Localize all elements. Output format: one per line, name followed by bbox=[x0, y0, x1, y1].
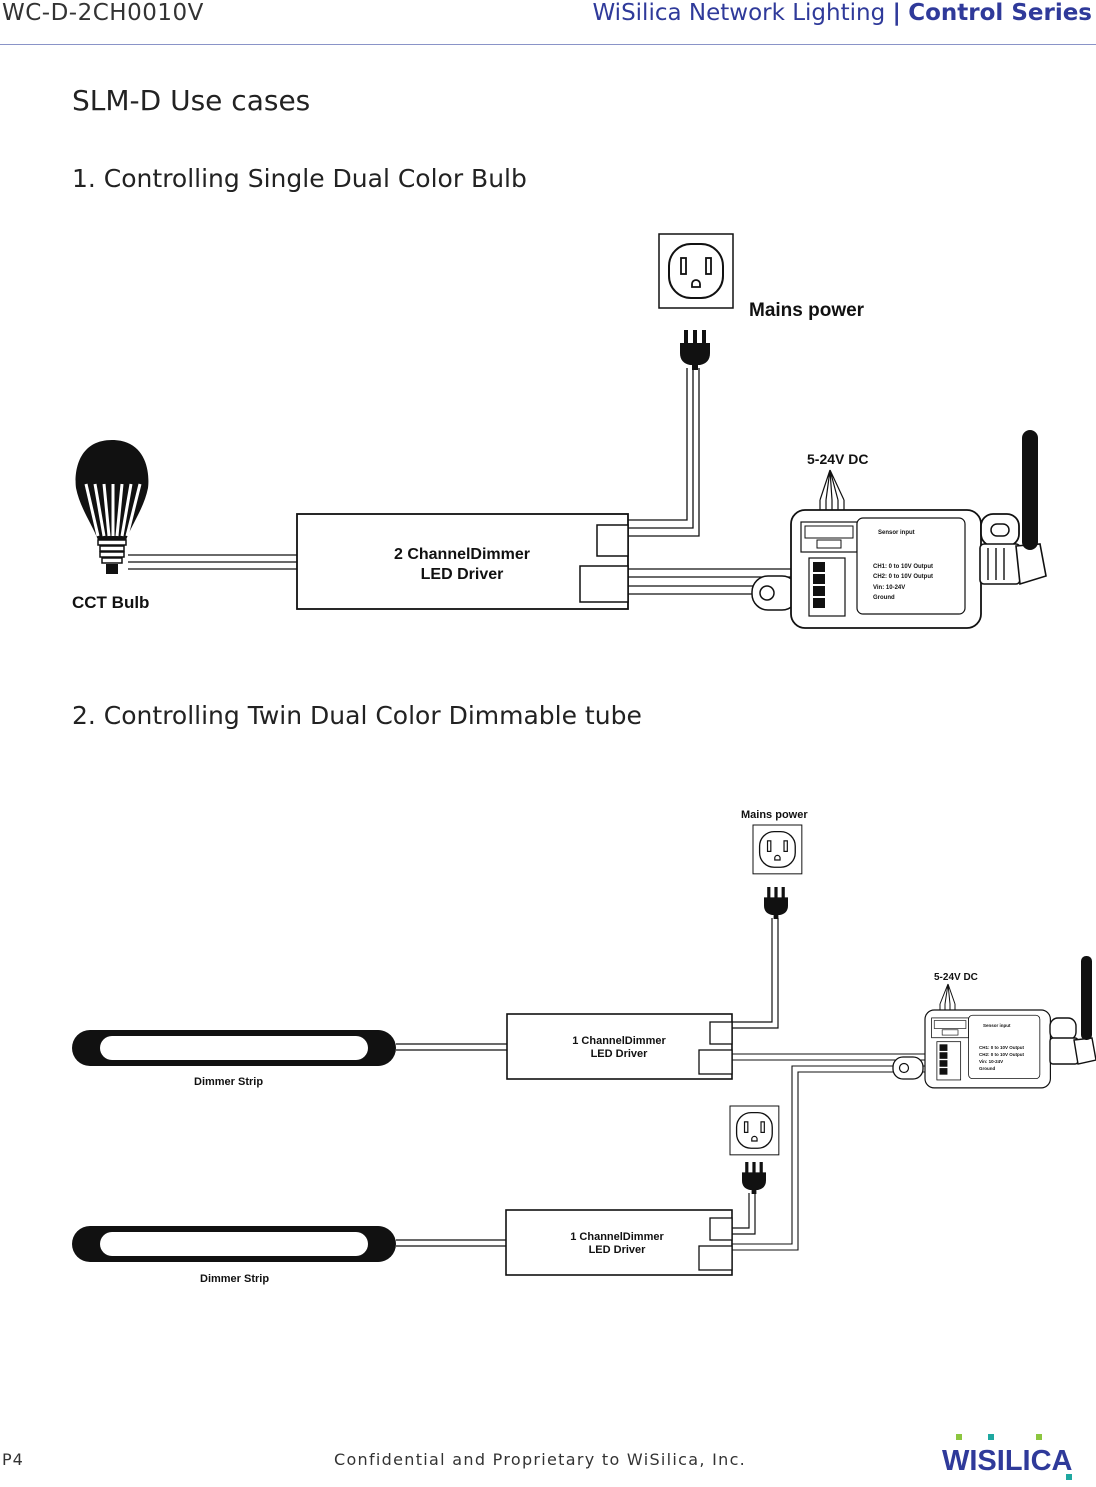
driver-label-line1: 2 ChannelDimmer bbox=[394, 546, 530, 563]
module-2-sensor-label: Sensor input bbox=[983, 1023, 1011, 1028]
header-separator: | bbox=[892, 0, 901, 26]
module-2-vin-label: Vin: 10-24V bbox=[979, 1059, 1003, 1064]
dimmer-strip-label-1: Dimmer Strip bbox=[194, 1076, 263, 1088]
driver-1-label-line2: LED Driver bbox=[591, 1048, 649, 1060]
dimmer-strip-2 bbox=[72, 1226, 396, 1262]
header-divider bbox=[0, 44, 1096, 45]
section-heading-2: 2. Controlling Twin Dual Color Dimmable … bbox=[72, 701, 642, 730]
header-brand: WiSilica Network Lighting | Control Seri… bbox=[592, 0, 1092, 26]
driver-1-label-line1: 1 ChannelDimmer bbox=[572, 1035, 666, 1047]
outlet-icon bbox=[658, 233, 734, 309]
mains-power-label: Mains power bbox=[749, 300, 865, 321]
module-2-gnd-label: Ground bbox=[979, 1066, 995, 1071]
wisilica-logo: WISILICA bbox=[942, 1434, 1073, 1480]
dimmer-strip-1 bbox=[72, 1030, 396, 1066]
plug-icon bbox=[680, 330, 710, 370]
mains-power-label-2: Mains power bbox=[741, 809, 808, 821]
outlet-icon bbox=[729, 1105, 780, 1156]
driver-label-line2: LED Driver bbox=[421, 566, 504, 583]
plug-icon bbox=[742, 1162, 766, 1194]
svg-text:WISILICA: WISILICA bbox=[942, 1445, 1073, 1477]
dc-power-label: 5-24V DC bbox=[807, 451, 868, 467]
driver-terminal-ac bbox=[596, 524, 629, 557]
confidential-notice: Confidential and Proprietary to WiSilica… bbox=[334, 1450, 747, 1469]
module-ch1-label: CH1: 0 to 10V Output bbox=[873, 564, 933, 570]
outlet-icon bbox=[752, 824, 803, 875]
document-id: WC-D-2CH0010V bbox=[2, 0, 204, 26]
driver-terminal-dim bbox=[579, 565, 629, 603]
page-title: SLM-D Use cases bbox=[72, 84, 311, 117]
dc-power-label-2: 5-24V DC bbox=[934, 972, 978, 983]
brand-name: WiSilica Network Lighting bbox=[592, 0, 886, 26]
antenna-mount bbox=[980, 513, 1020, 547]
module-ch2-label: CH2: 0 to 10V Output bbox=[873, 574, 933, 580]
plug-icon bbox=[764, 887, 788, 919]
led-driver-box-2 bbox=[505, 1209, 733, 1276]
page-number: P4 bbox=[2, 1450, 24, 1469]
cct-bulb-label: CCT Bulb bbox=[72, 593, 149, 612]
led-driver-box-1 bbox=[506, 1013, 733, 1080]
series-name: Control Series bbox=[908, 0, 1092, 26]
module-2-ch2-label: CH2: 0 to 10V Output bbox=[979, 1052, 1025, 1057]
driver-2-label-line2: LED Driver bbox=[589, 1244, 647, 1256]
dimmer-strip-label-2: Dimmer Strip bbox=[200, 1273, 269, 1285]
wiring-diagrams: Mains power CCT Bulb 2 ChannelDimmer LED… bbox=[72, 233, 1096, 1285]
module-2-ch1-label: CH1: 0 to 10V Output bbox=[979, 1045, 1025, 1050]
driver-2-label-line1: 1 ChannelDimmer bbox=[570, 1231, 664, 1243]
module-vin-label: Vin: 10-24V bbox=[873, 585, 905, 591]
diagram-1: Mains power CCT Bulb 2 ChannelDimmer LED… bbox=[72, 233, 1047, 629]
diagram-2: Mains power Dimmer Strip 1 ChannelDimmer… bbox=[72, 809, 1096, 1285]
led-driver-box bbox=[296, 513, 629, 610]
antenna-icon bbox=[979, 430, 1047, 586]
cct-bulb-icon bbox=[75, 440, 149, 574]
mains-cable bbox=[628, 368, 688, 521]
section-heading-1: 1. Controlling Single Dual Color Bulb bbox=[72, 164, 527, 193]
antenna-icon bbox=[1049, 956, 1096, 1065]
module-gnd-label: Ground bbox=[873, 595, 895, 601]
module-sensor-label: Sensor input bbox=[878, 530, 915, 536]
